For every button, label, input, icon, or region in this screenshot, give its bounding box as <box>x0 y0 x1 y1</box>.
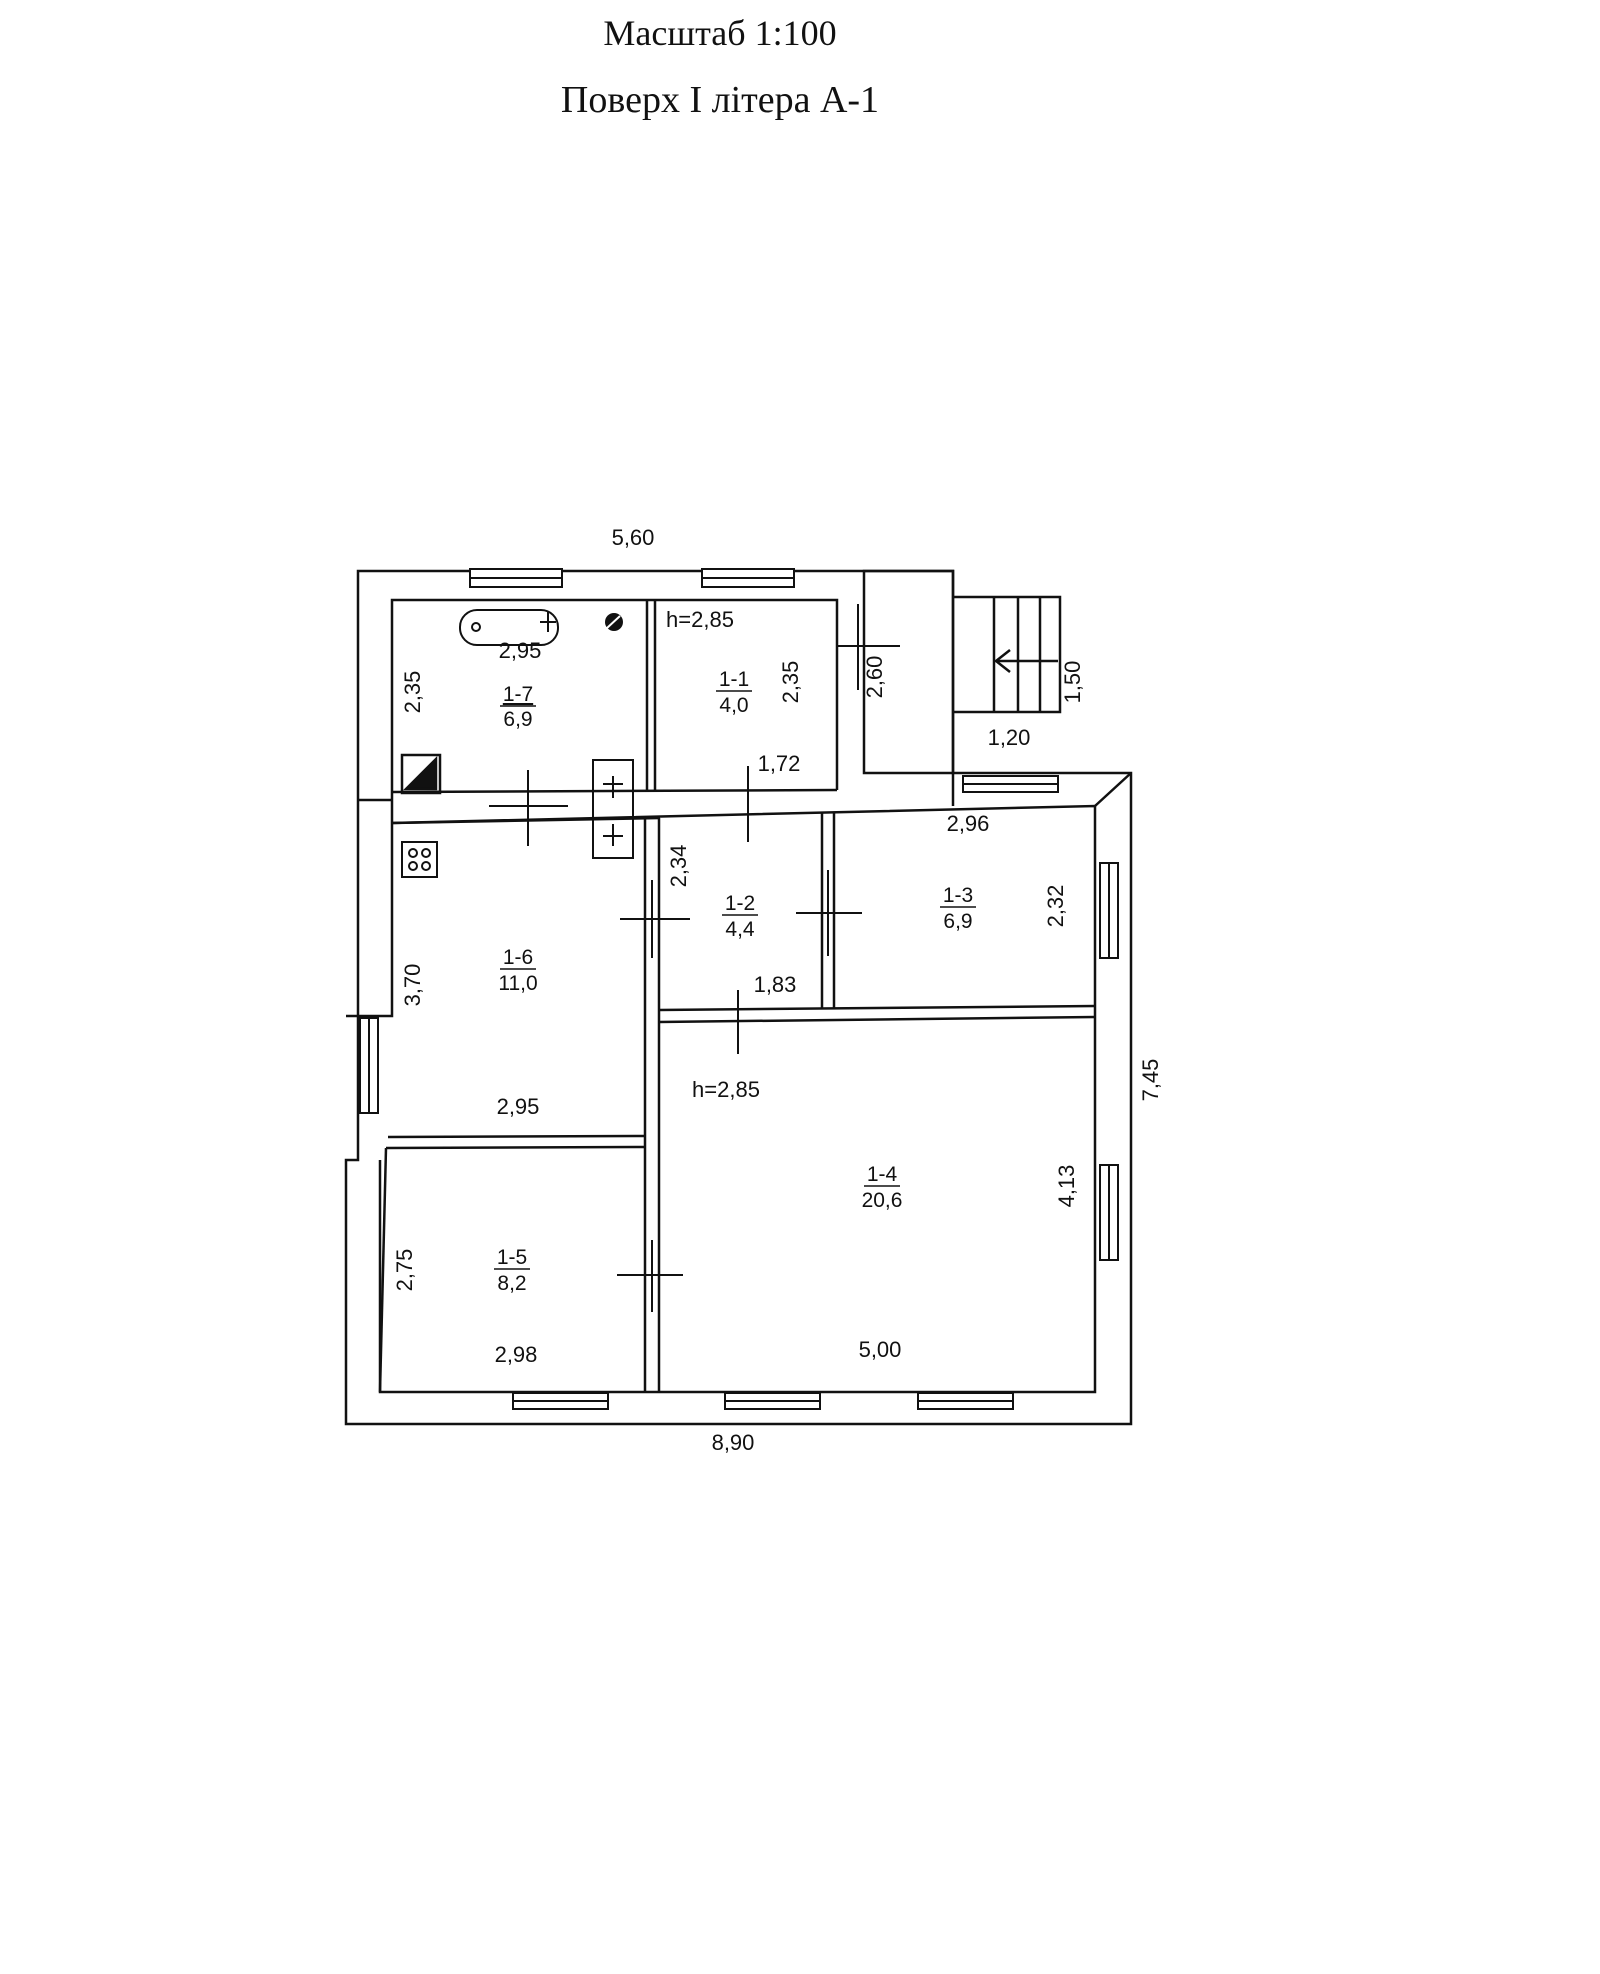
ceiling-height-main: h=2,85 <box>692 1077 760 1102</box>
door-12-13 <box>796 870 862 956</box>
window-bottom-3 <box>917 1392 1014 1410</box>
bathtub-icon <box>459 609 559 646</box>
scale-caption: Масштаб 1:100 <box>603 13 837 53</box>
partition-16-15-inner <box>385 1145 646 1150</box>
door-16-12 <box>620 880 690 958</box>
room-1-6: 1-6 11,0 <box>498 946 537 995</box>
inner-wall-lower <box>346 823 394 1018</box>
room-area: 6,9 <box>503 708 532 731</box>
room-id: 1-3 <box>943 884 973 907</box>
window-top-2 <box>701 568 795 588</box>
door-17-16 <box>489 770 568 846</box>
entrance-arrow-icon <box>993 649 1058 673</box>
window-left <box>359 1017 379 1114</box>
room-1-3: 1-3 6,9 <box>940 884 976 933</box>
dim-r12-width: 1,83 <box>754 972 797 997</box>
door-15-14 <box>617 1240 683 1312</box>
dim-r12-height: 2,34 <box>666 845 691 888</box>
inner-wall-upper <box>390 598 839 823</box>
door-vestibule <box>836 604 900 690</box>
wall-15-left <box>378 1147 388 1393</box>
exterior-wall-upper <box>344 569 1133 1426</box>
partition-16-top <box>391 816 661 825</box>
room-area: 20,6 <box>862 1189 903 1212</box>
room-id: 1-1 <box>719 668 749 691</box>
dim-r14-height: 4,13 <box>1054 1165 1079 1208</box>
dim-r15-height: 2,75 <box>392 1249 417 1292</box>
room-area: 11,0 <box>498 972 537 995</box>
heater-icon <box>400 753 442 795</box>
window-top-1 <box>469 568 563 588</box>
room-area: 8,2 <box>497 1272 526 1295</box>
window-bottom-2 <box>724 1392 821 1410</box>
dim-r16-width: 2,95 <box>497 1094 540 1119</box>
dim-r11-height: 2,35 <box>778 661 803 704</box>
window-r13-right <box>1099 862 1119 959</box>
dim-r13-width: 2,96 <box>947 811 990 836</box>
dim-r16-height: 3,70 <box>400 964 425 1007</box>
room-1-4: 1-4 20,6 <box>862 1163 903 1212</box>
vestibule-wall <box>862 569 955 775</box>
porch-outline <box>953 595 1062 714</box>
dim-porch-height: 1,50 <box>1060 661 1085 704</box>
room-id: 1-6 <box>503 946 533 969</box>
dim-r11-width: 1,72 <box>758 751 801 776</box>
room-id: 1-7 <box>503 683 533 706</box>
dim-porch-width: 1,20 <box>988 725 1031 750</box>
dim-vestibule-height: 2,60 <box>862 656 887 699</box>
column-icon <box>592 759 634 859</box>
ceiling-height-top: h=2,85 <box>666 607 734 632</box>
dim-r13-height: 2,32 <box>1043 885 1068 928</box>
room-id: 1-5 <box>497 1246 527 1269</box>
window-r13-top <box>962 775 1059 793</box>
partition-bath-bottom <box>391 788 838 794</box>
window-bottom-1 <box>512 1392 609 1410</box>
dim-bath-width: 2,95 <box>499 638 542 663</box>
room-id: 1-2 <box>725 892 755 915</box>
dim-r14-width: 5,00 <box>859 1337 902 1362</box>
dim-bottom-width: 8,90 <box>712 1430 755 1455</box>
room-id: 1-4 <box>867 1163 898 1186</box>
room-1-2: 1-2 4,4 <box>722 892 758 941</box>
corner-joint <box>1094 772 1132 807</box>
window-r14-right <box>1099 1164 1119 1261</box>
dim-r15-width: 2,98 <box>495 1342 538 1367</box>
inner-wall-lower-right <box>378 804 1097 1394</box>
partition-16-15 <box>387 1134 646 1139</box>
partition-row2-14 <box>658 1004 1096 1012</box>
partition-row2-14-inner <box>658 1015 1096 1024</box>
stove-icon <box>401 841 438 878</box>
dim-right-height: 7,45 <box>1138 1059 1163 1102</box>
room-area: 4,0 <box>719 694 748 717</box>
room-1-5: 1-5 8,2 <box>494 1246 530 1295</box>
room-area: 6,9 <box>943 910 972 933</box>
dim-bath-height: 2,35 <box>400 671 425 714</box>
room-1-1: 1-1 4,0 <box>716 668 752 717</box>
room-1-7: 1-7 6,9 <box>500 683 536 731</box>
boiler-icon <box>605 613 623 631</box>
dim-top-width: 5,60 <box>612 525 655 550</box>
floor-caption: Поверх I літера А-1 <box>560 79 880 121</box>
room-area: 4,4 <box>725 918 755 941</box>
